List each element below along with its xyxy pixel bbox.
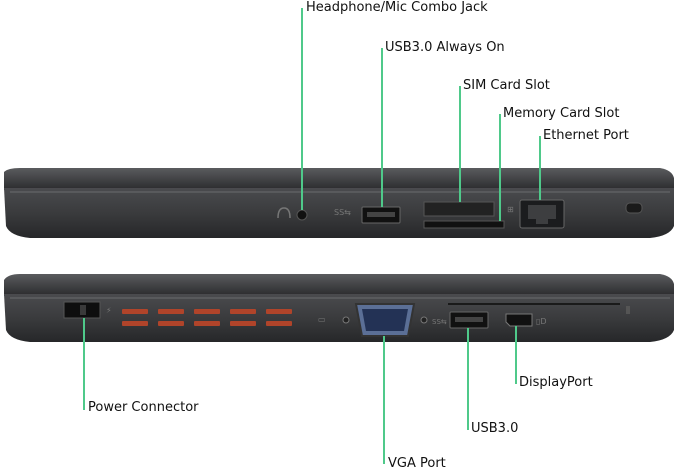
chassis-body [4, 188, 674, 238]
vga-icon: ▭ [318, 315, 326, 324]
laptop-right-side: SS⇆ ⊞ [4, 168, 674, 238]
vga-port-label: VGA Port [388, 456, 446, 471]
lid-edge [4, 168, 674, 190]
memory-card-slot [423, 220, 505, 229]
laptop-left-side: ⚡ ▭ SS⇆ [4, 274, 674, 342]
usb-always-on-label: USB3.0 Always On [385, 40, 505, 55]
displayport-port [505, 313, 533, 327]
lid-edge-bottom [4, 274, 674, 296]
sim-card-slot [423, 201, 495, 217]
usb-ss-icon-2: SS⇆ [432, 318, 447, 326]
callout-lines [83, 8, 541, 464]
usb3-label: USB3.0 [471, 421, 519, 436]
svg-text:SS⇆: SS⇆ [334, 208, 351, 217]
displayport-icon: ▯D [536, 317, 547, 326]
usb-ss-icon: SS⇆ [334, 208, 351, 217]
headphone-jack-label: Headphone/Mic Combo Jack [306, 0, 488, 15]
power-icon: ⚡ [106, 306, 112, 315]
sim-card-slot-label: SIM Card Slot [463, 78, 550, 93]
headphone-jack [296, 209, 308, 221]
svg-text:⊞: ⊞ [507, 205, 514, 214]
memory-card-slot-label: Memory Card Slot [503, 106, 620, 121]
headphone-icon [277, 207, 291, 219]
chassis-body-bottom [4, 294, 674, 342]
vent-grille [122, 309, 292, 326]
displayport-label: DisplayPort [519, 375, 593, 390]
power-connector-label: Power Connector [88, 400, 199, 415]
ethernet-port-label: Ethernet Port [543, 128, 629, 143]
lock-slot [625, 202, 643, 214]
ethernet-icon: ⊞ [507, 205, 514, 214]
